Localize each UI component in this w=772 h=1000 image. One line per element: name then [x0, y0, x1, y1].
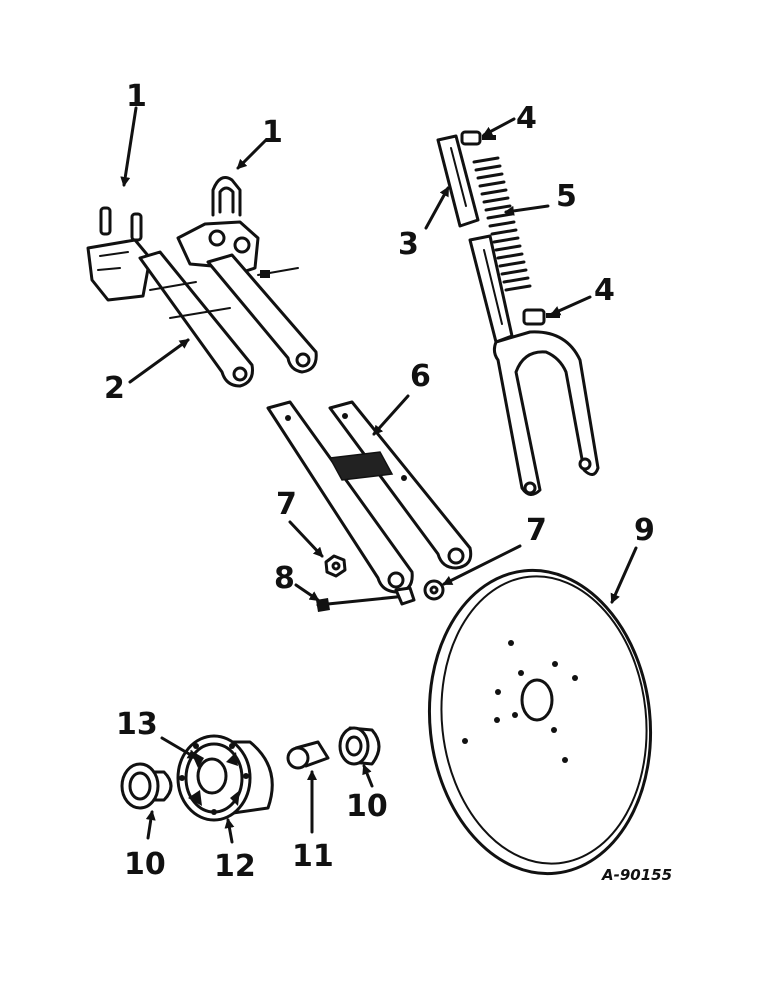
bearing-part-right — [338, 726, 381, 766]
bracket-assembly — [86, 176, 318, 388]
link-frame-part — [266, 400, 473, 594]
callout-7a: 7 — [276, 487, 297, 522]
hub-assembly — [120, 726, 381, 822]
callout-8: 8 — [274, 561, 295, 596]
callout-9: 9 — [634, 513, 655, 548]
callout-11: 11 — [292, 839, 334, 874]
callout-7b: 7 — [526, 513, 547, 548]
spring-part — [472, 156, 532, 292]
spacer-part — [286, 740, 330, 770]
pin-parts — [99, 206, 143, 242]
bolt-part — [316, 586, 416, 612]
callout-10a: 10 — [124, 847, 166, 882]
callout-4a: 4 — [516, 101, 537, 136]
callout-10b: 10 — [346, 789, 388, 824]
callout-13: 13 — [116, 707, 158, 742]
nut-part — [324, 554, 347, 578]
u-bolt-part — [211, 176, 242, 217]
spring-arm-assembly — [436, 130, 600, 496]
callout-1b: 1 — [262, 115, 283, 150]
callout-1a: 1 — [126, 79, 147, 114]
arm-part — [138, 250, 318, 388]
callout-6: 6 — [410, 359, 431, 394]
callout-labels: 1 1 2 3 4 4 5 6 7 7 8 9 10 10 11 12 13 A… — [104, 79, 672, 884]
callout-2: 2 — [104, 371, 125, 406]
disc-part — [427, 568, 653, 876]
callout-12: 12 — [214, 849, 256, 884]
hub-part — [176, 734, 274, 822]
callout-5: 5 — [556, 179, 577, 214]
reference-number: A-90155 — [601, 866, 672, 884]
nut-part-2 — [423, 579, 445, 601]
callout-4b: 4 — [594, 273, 615, 308]
leader-lines — [120, 106, 638, 844]
bearing-part-left — [120, 762, 173, 810]
callout-3: 3 — [398, 227, 419, 262]
